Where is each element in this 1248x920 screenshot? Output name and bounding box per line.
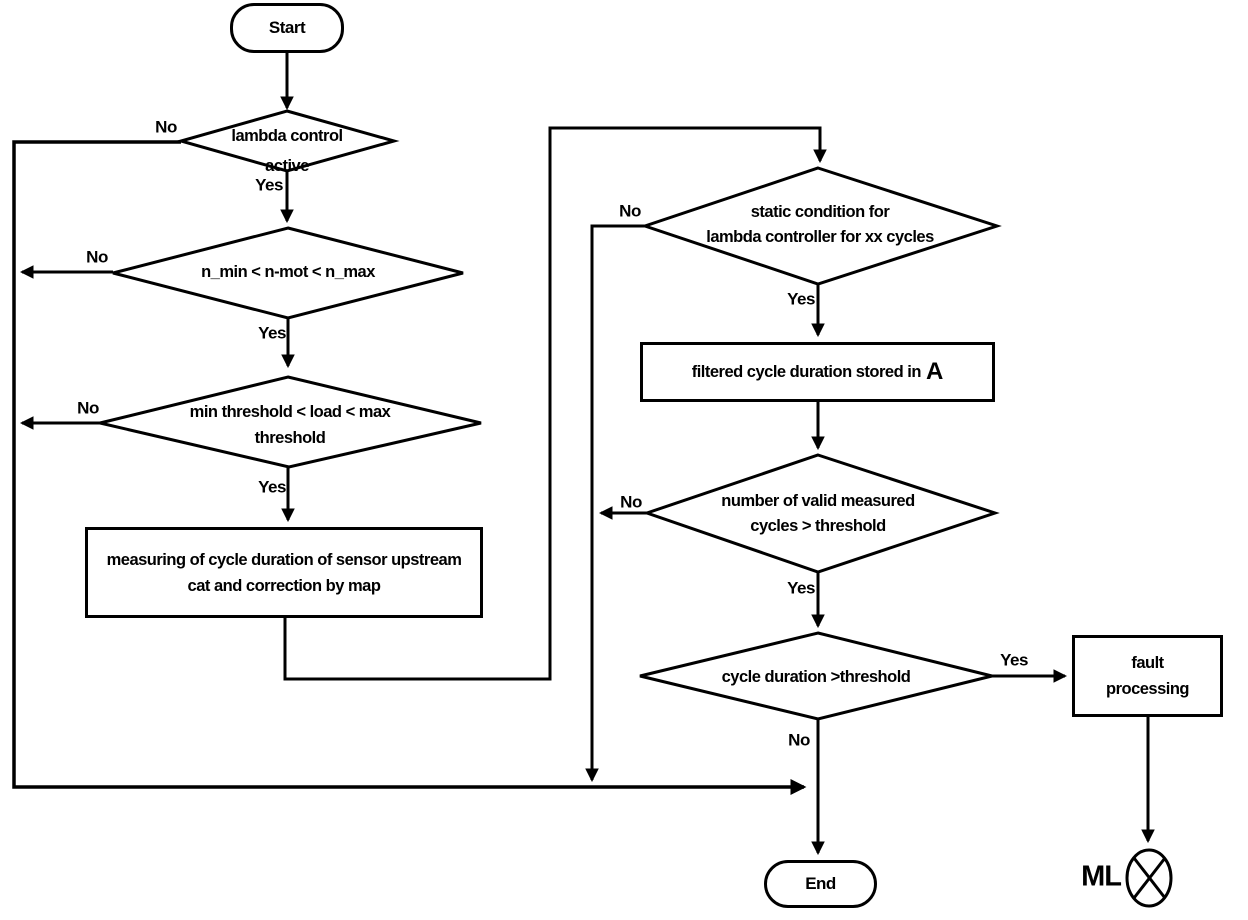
decision-cycle-duration-label: cycle duration >threshold (721, 667, 911, 686)
register-a-label: A (925, 358, 944, 385)
process-filtered-text: filtered cycle duration stored in (691, 363, 922, 381)
end-node: End (764, 860, 877, 908)
end-label: End (805, 874, 836, 893)
decision-engine-speed-label: n_min < n-mot < n_max (201, 262, 375, 281)
branch-duration-no: No (788, 730, 810, 750)
process-measuring-line2: cat and correction by map (187, 576, 381, 595)
process-fault-line1: fault (1131, 654, 1164, 672)
decision-lambda-line2: active (265, 156, 309, 175)
decision-lambda-line1: lambda control (231, 126, 343, 145)
decision-valid-cycles-line1: number of valid measured (721, 491, 915, 510)
decision-valid-cycles-line2: cycles > threshold (750, 516, 886, 535)
process-fault-node: fault processing (1072, 635, 1223, 717)
branch-duration-yes: Yes (1000, 650, 1028, 670)
branch-speed-no: No (86, 247, 108, 267)
decision-cycle-duration-shape (639, 631, 993, 721)
decision-load-line1: min threshold < load < max (189, 402, 391, 421)
process-measuring-node: measuring of cycle duration of sensor up… (85, 527, 483, 618)
start-label: Start (268, 18, 306, 37)
branch-static-yes: Yes (787, 289, 815, 309)
mil-lamp-icon (1125, 848, 1173, 908)
decision-lambda-control-shape (175, 109, 400, 173)
process-measuring-line1: measuring of cycle duration of sensor up… (106, 550, 462, 569)
start-node: Start (230, 3, 344, 53)
no-rail-left-to-end-junction (12, 140, 807, 796)
decision-static-condition-shape (640, 166, 1002, 286)
decision-valid-cycles-shape (642, 453, 1000, 574)
elbow-measuring-to-static (283, 126, 827, 681)
branch-valid-cycles-yes: Yes (787, 578, 815, 598)
decision-static-line2: lambda controller for xx cycles (706, 227, 934, 246)
no-rail-static-down (585, 224, 645, 783)
decision-load-threshold-shape (99, 375, 482, 469)
branch-speed-yes: Yes (258, 323, 286, 343)
decision-engine-speed-shape (112, 226, 464, 320)
branch-lambda-no: No (155, 117, 177, 137)
branch-load-no: No (77, 398, 99, 418)
process-filtered-storage-node: filtered cycle duration stored in A (640, 342, 995, 402)
branch-load-yes: Yes (258, 477, 286, 497)
decision-static-line1: static condition for (750, 202, 890, 221)
process-fault-line2: processing (1105, 680, 1190, 698)
branch-static-no: No (619, 201, 641, 221)
branch-valid-cycles-no: No (620, 492, 642, 512)
branch-lambda-yes: Yes (255, 175, 283, 195)
decision-load-line2: threshold (254, 428, 326, 447)
mil-lamp-label: ML (1081, 860, 1122, 893)
